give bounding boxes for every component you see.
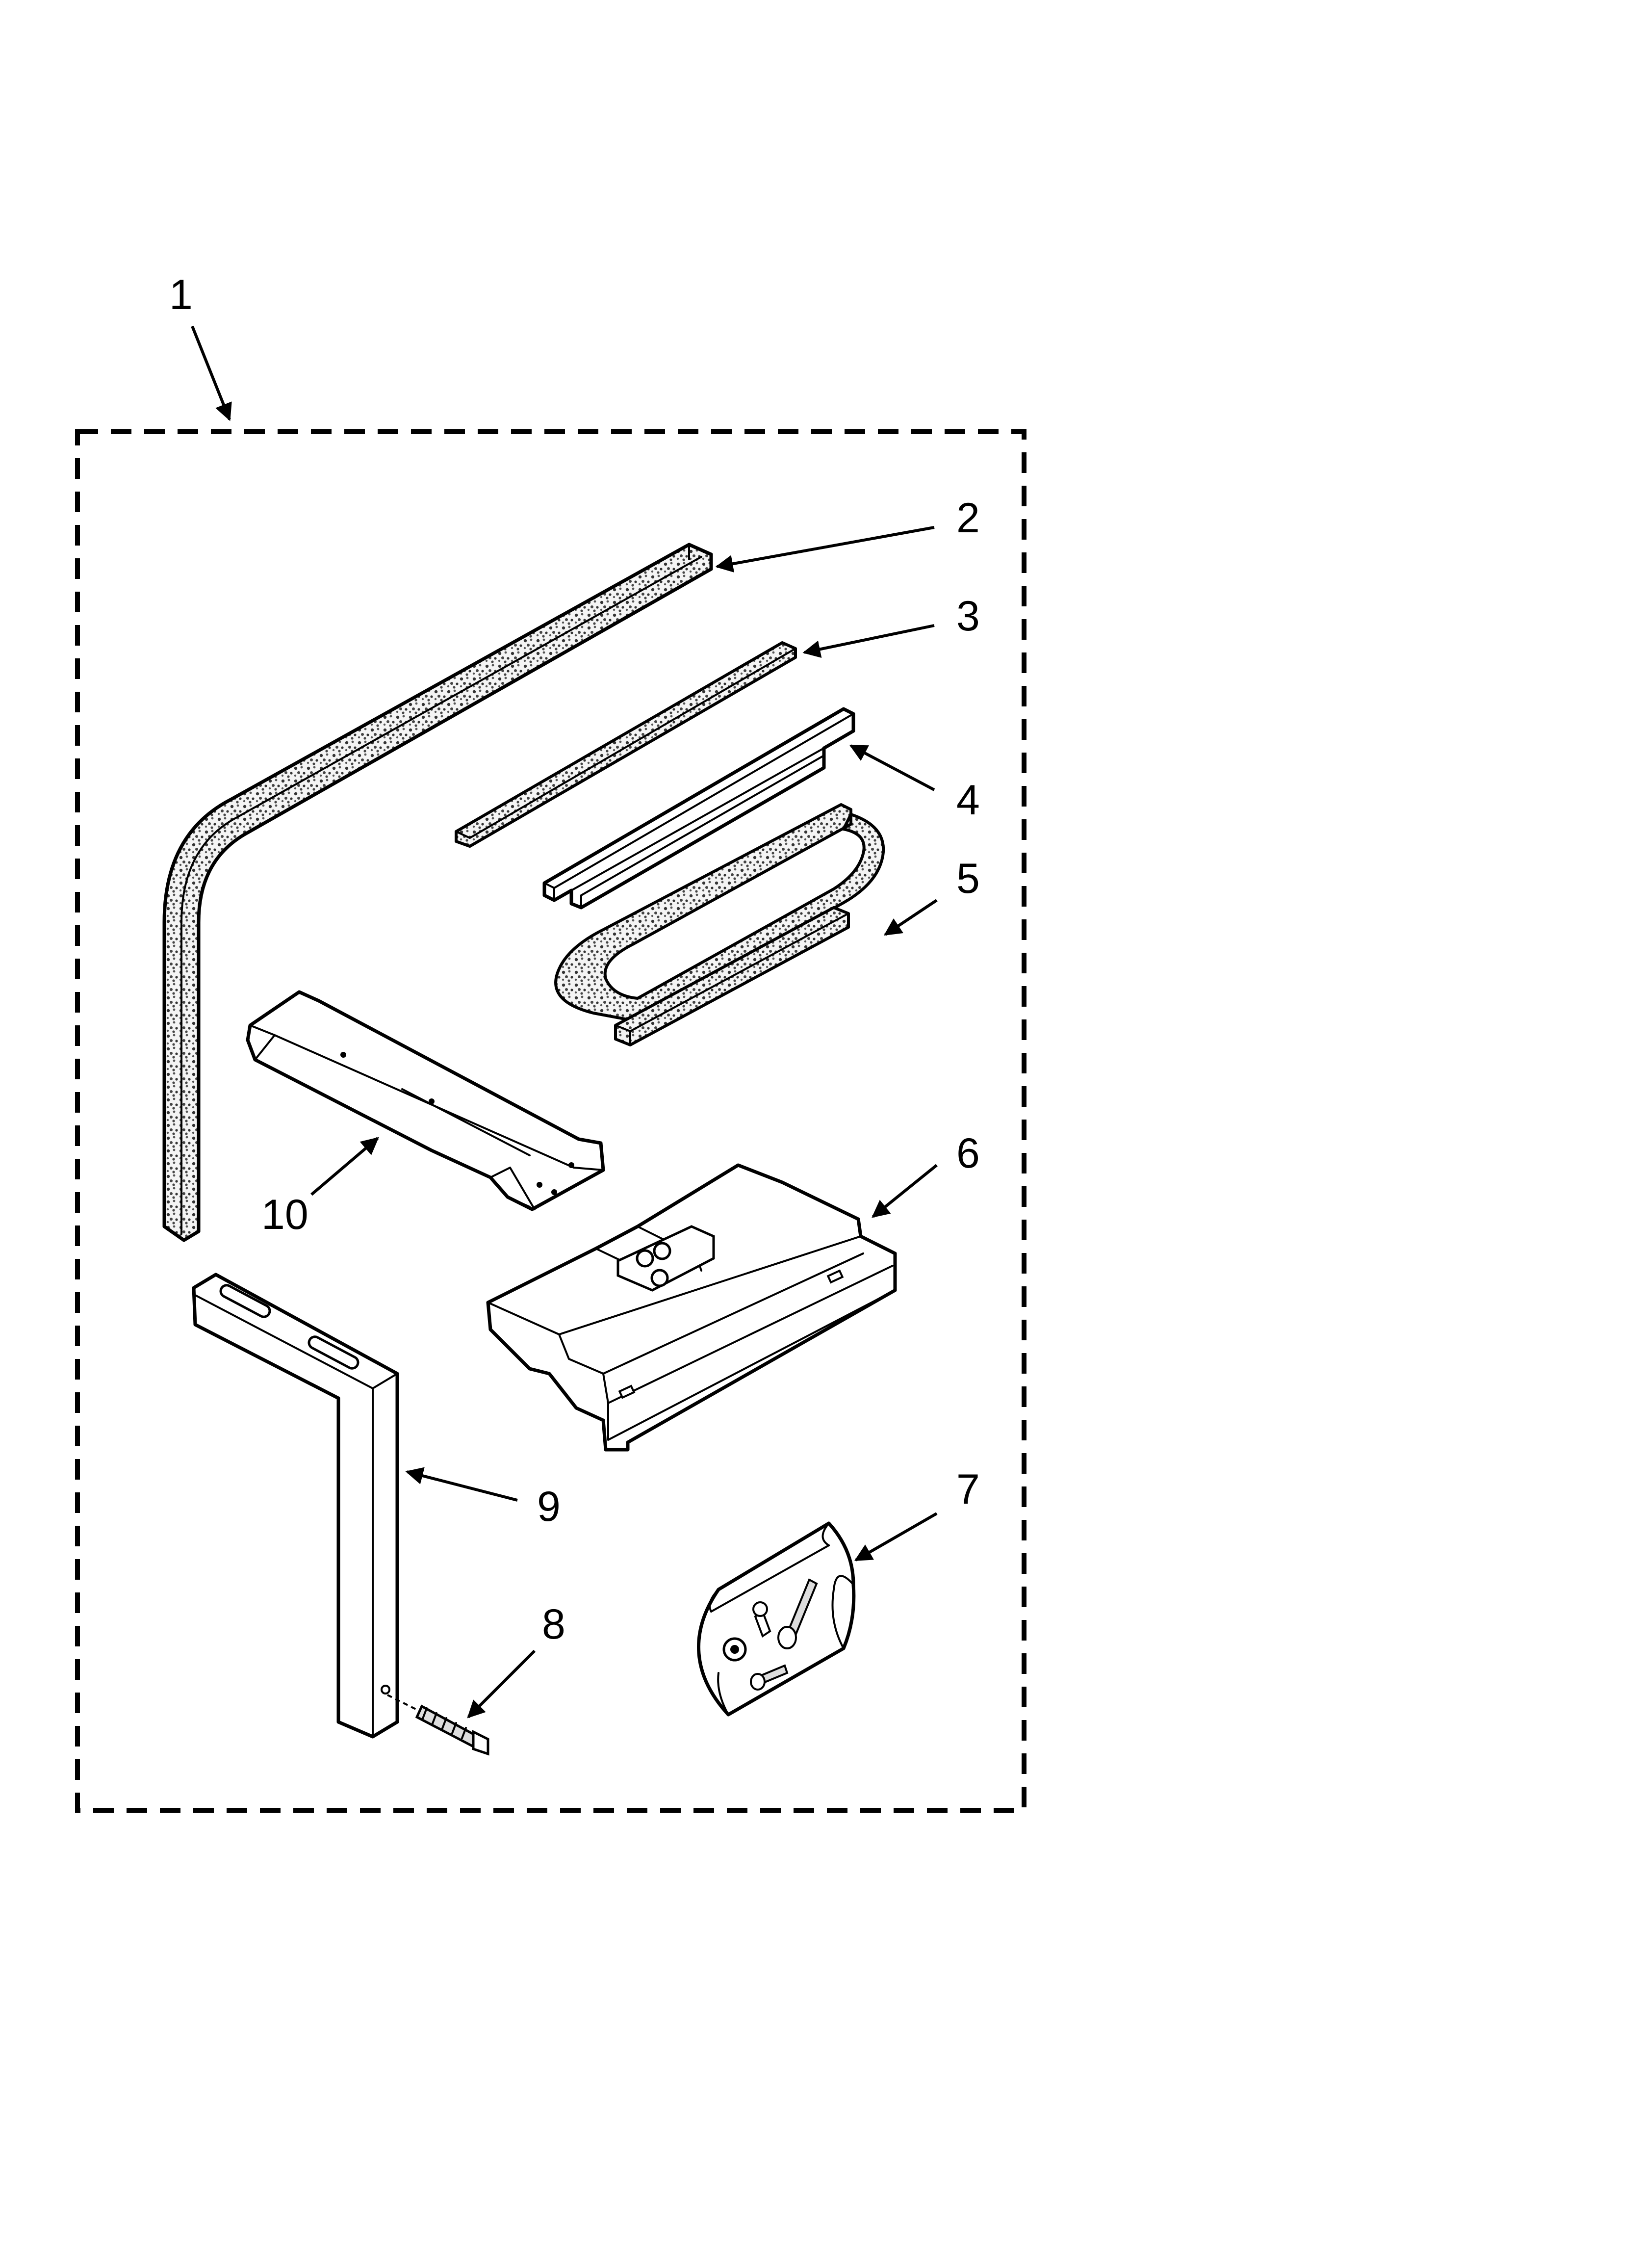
kit-boundary bbox=[75, 429, 1026, 1813]
callout-4: 4 bbox=[956, 777, 980, 824]
callout-7: 7 bbox=[956, 1466, 980, 1513]
callout-2: 2 bbox=[956, 495, 980, 542]
part-5-foam-seals bbox=[554, 803, 885, 1046]
leader-lines bbox=[191, 325, 938, 1719]
part-7-hardware-bag bbox=[697, 1521, 856, 1717]
callout-3: 3 bbox=[956, 593, 980, 640]
callout-5: 5 bbox=[956, 855, 980, 902]
part-6-support-rail bbox=[486, 1163, 897, 1452]
callout-8: 8 bbox=[542, 1601, 565, 1648]
part-3-foam-strip bbox=[455, 641, 797, 848]
callout-1: 1 bbox=[169, 271, 193, 318]
callout-labels: 1 2 3 4 5 6 7 8 9 10 bbox=[169, 271, 980, 1648]
callout-9: 9 bbox=[537, 1483, 561, 1530]
part-10-mounting-plate bbox=[246, 990, 605, 1211]
part-4-channel-rail bbox=[542, 707, 855, 910]
part-9-l-bracket bbox=[192, 1273, 399, 1739]
callout-10: 10 bbox=[261, 1191, 308, 1238]
part-8-bolt bbox=[387, 1694, 489, 1756]
part-2-foam-seal bbox=[162, 543, 713, 1242]
callout-6: 6 bbox=[956, 1130, 980, 1177]
